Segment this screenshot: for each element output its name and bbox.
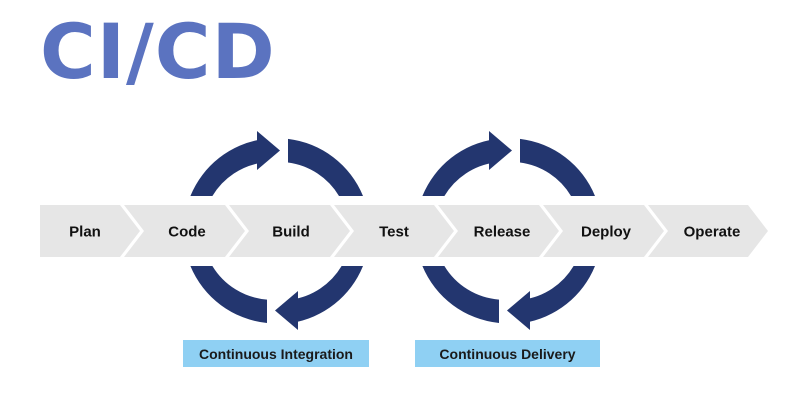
ci-top-right-arc xyxy=(288,138,363,196)
cd-loop xyxy=(422,131,595,330)
continuous-integration-label: Continuous Integration xyxy=(183,340,369,367)
stage-label-code: Code xyxy=(168,224,206,241)
stage-label-plan: Plan xyxy=(69,224,101,241)
ci-bottom-arrowhead xyxy=(275,291,298,330)
stage-label-release: Release xyxy=(474,224,531,241)
stage-label-operate: Operate xyxy=(684,224,741,241)
stage-label-test: Test xyxy=(379,224,409,241)
ci-top-arrowhead xyxy=(257,131,280,170)
stage-label-deploy: Deploy xyxy=(581,224,632,241)
stage-labels: Plan Code Build Test Release Deploy Oper… xyxy=(69,224,740,241)
stage-plan-chevron xyxy=(40,205,140,257)
stage-label-build: Build xyxy=(272,224,310,241)
ci-bottom-left-arc xyxy=(190,266,267,323)
ci-top-left-arc xyxy=(190,139,263,196)
stage-deploy-chevron xyxy=(543,205,664,257)
cd-bottom-left-arc xyxy=(422,266,499,323)
cd-top-left-arc xyxy=(422,139,495,196)
cd-top-right-arc xyxy=(520,138,595,196)
stage-build-chevron xyxy=(229,205,350,257)
stage-test-chevron xyxy=(334,205,454,257)
continuous-delivery-label: Continuous Delivery xyxy=(415,340,600,367)
cd-top-arrowhead xyxy=(489,131,512,170)
stage-release-chevron xyxy=(438,205,559,257)
pipeline-band xyxy=(40,205,768,257)
ci-bottom-right-arc xyxy=(291,266,363,323)
cd-bottom-arrowhead xyxy=(507,291,530,330)
ci-loop xyxy=(190,131,363,330)
stage-code-chevron xyxy=(124,205,245,257)
page-title: CI/CD xyxy=(40,7,276,96)
stage-operate-chevron xyxy=(648,205,768,257)
cd-bottom-right-arc xyxy=(523,266,595,323)
